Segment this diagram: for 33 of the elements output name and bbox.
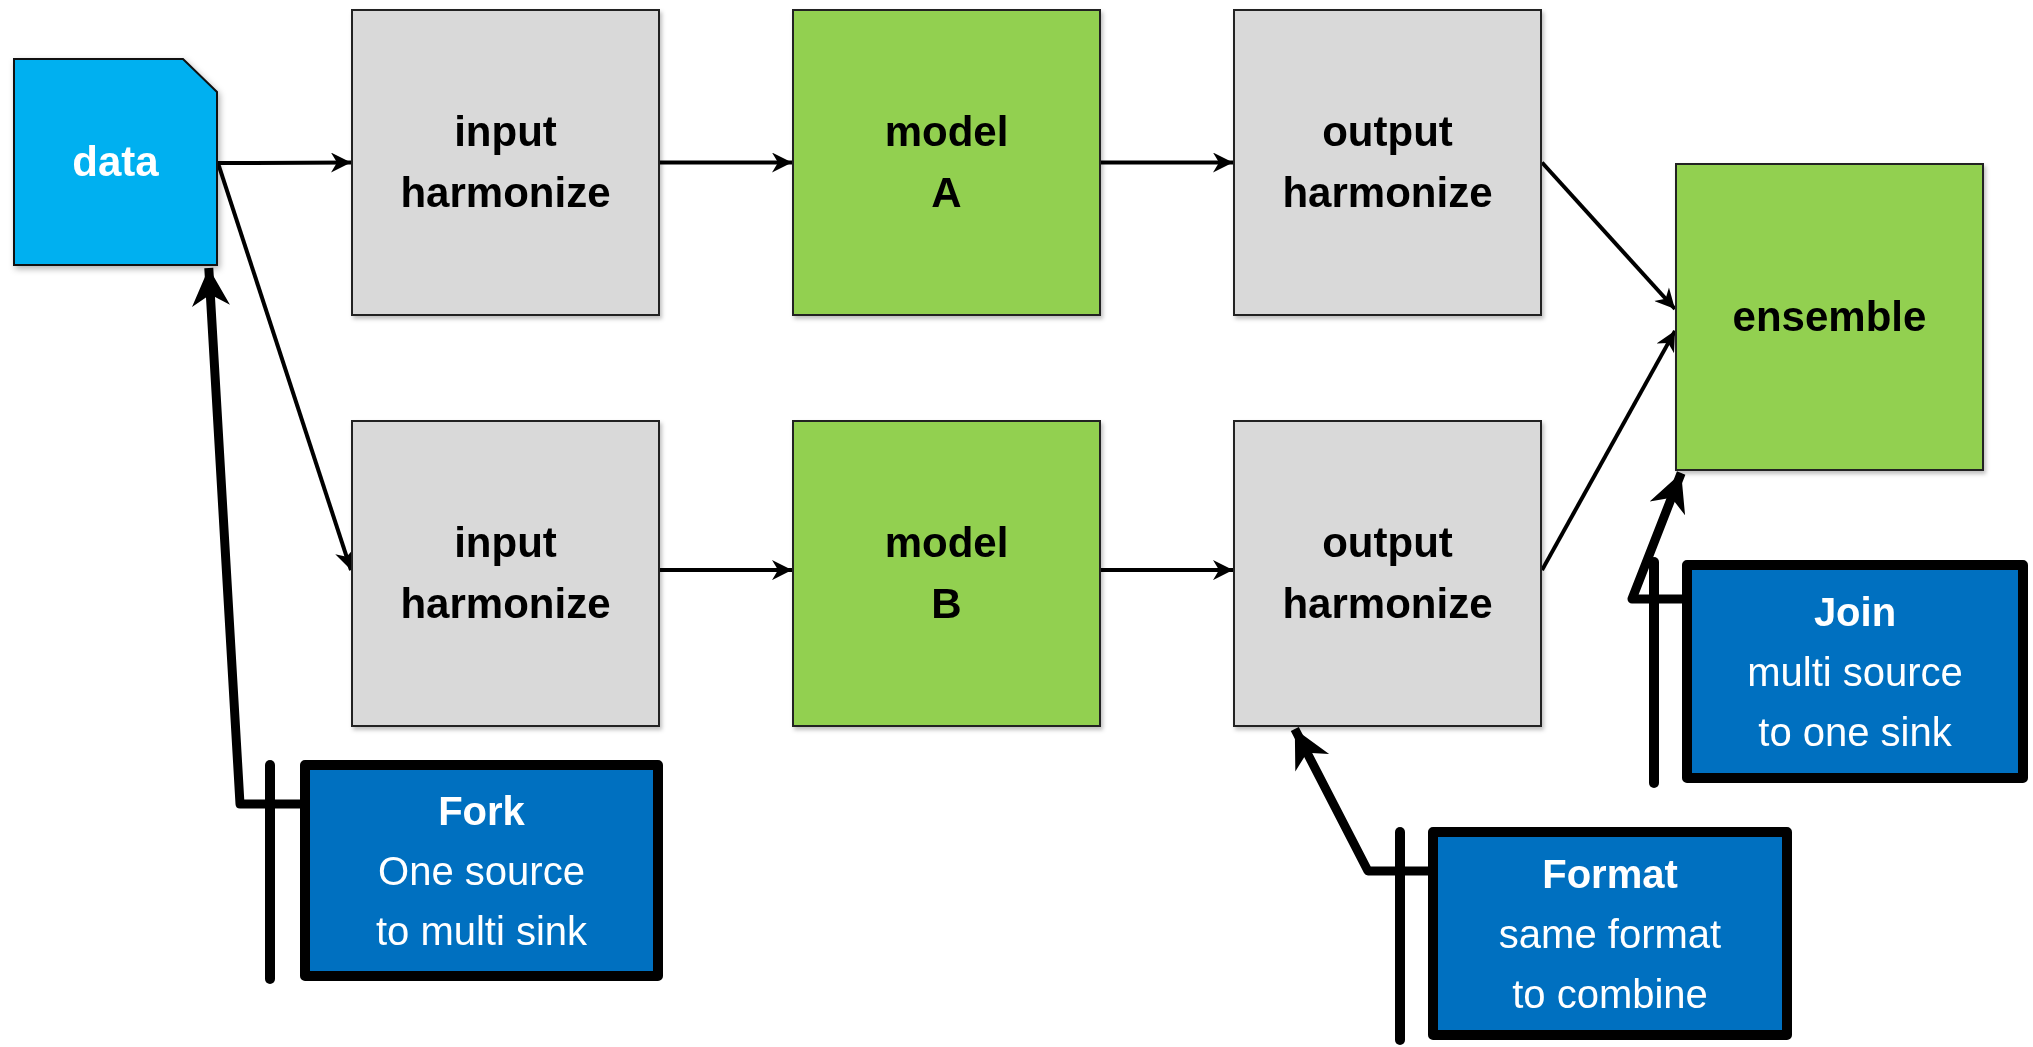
node-label: output harmonize: [1281, 517, 1494, 629]
callout-text: One source to multi sink: [374, 847, 589, 955]
process-box: [351, 420, 660, 727]
leader-arrow: [1627, 471, 1686, 604]
callout-text: same format to combine: [1497, 910, 1723, 1018]
leader-arrow: [192, 267, 300, 809]
callout-title: Format: [1542, 850, 1678, 898]
arrow: [1101, 560, 1233, 581]
process-box: [792, 420, 1101, 727]
process-box: [351, 9, 660, 316]
callout-box: [300, 760, 663, 981]
node-label: data: [72, 138, 159, 186]
callout-box: [1428, 827, 1792, 1040]
arrow: [660, 152, 792, 173]
callout-box: [1682, 560, 2028, 783]
arrow: [1101, 152, 1233, 173]
callout-title: Join: [1813, 588, 1897, 636]
node-label: input harmonize: [399, 106, 612, 218]
node-label: ensemble: [1731, 291, 1928, 342]
node-label: input harmonize: [399, 517, 612, 629]
leader-arrow: [1290, 726, 1428, 876]
arrow: [660, 560, 792, 581]
node-label: model A: [883, 106, 1010, 218]
node-label: model B: [883, 517, 1010, 629]
data-document: [13, 58, 218, 266]
process-box: [1233, 9, 1542, 316]
process-box: [792, 9, 1101, 316]
callout-text: multi source to one sink: [1746, 648, 1964, 756]
process-box: [1233, 420, 1542, 727]
process-box: [1675, 163, 1984, 471]
arrow: [218, 152, 351, 173]
node-label: output harmonize: [1281, 106, 1494, 218]
callout-title: Fork: [438, 787, 525, 835]
